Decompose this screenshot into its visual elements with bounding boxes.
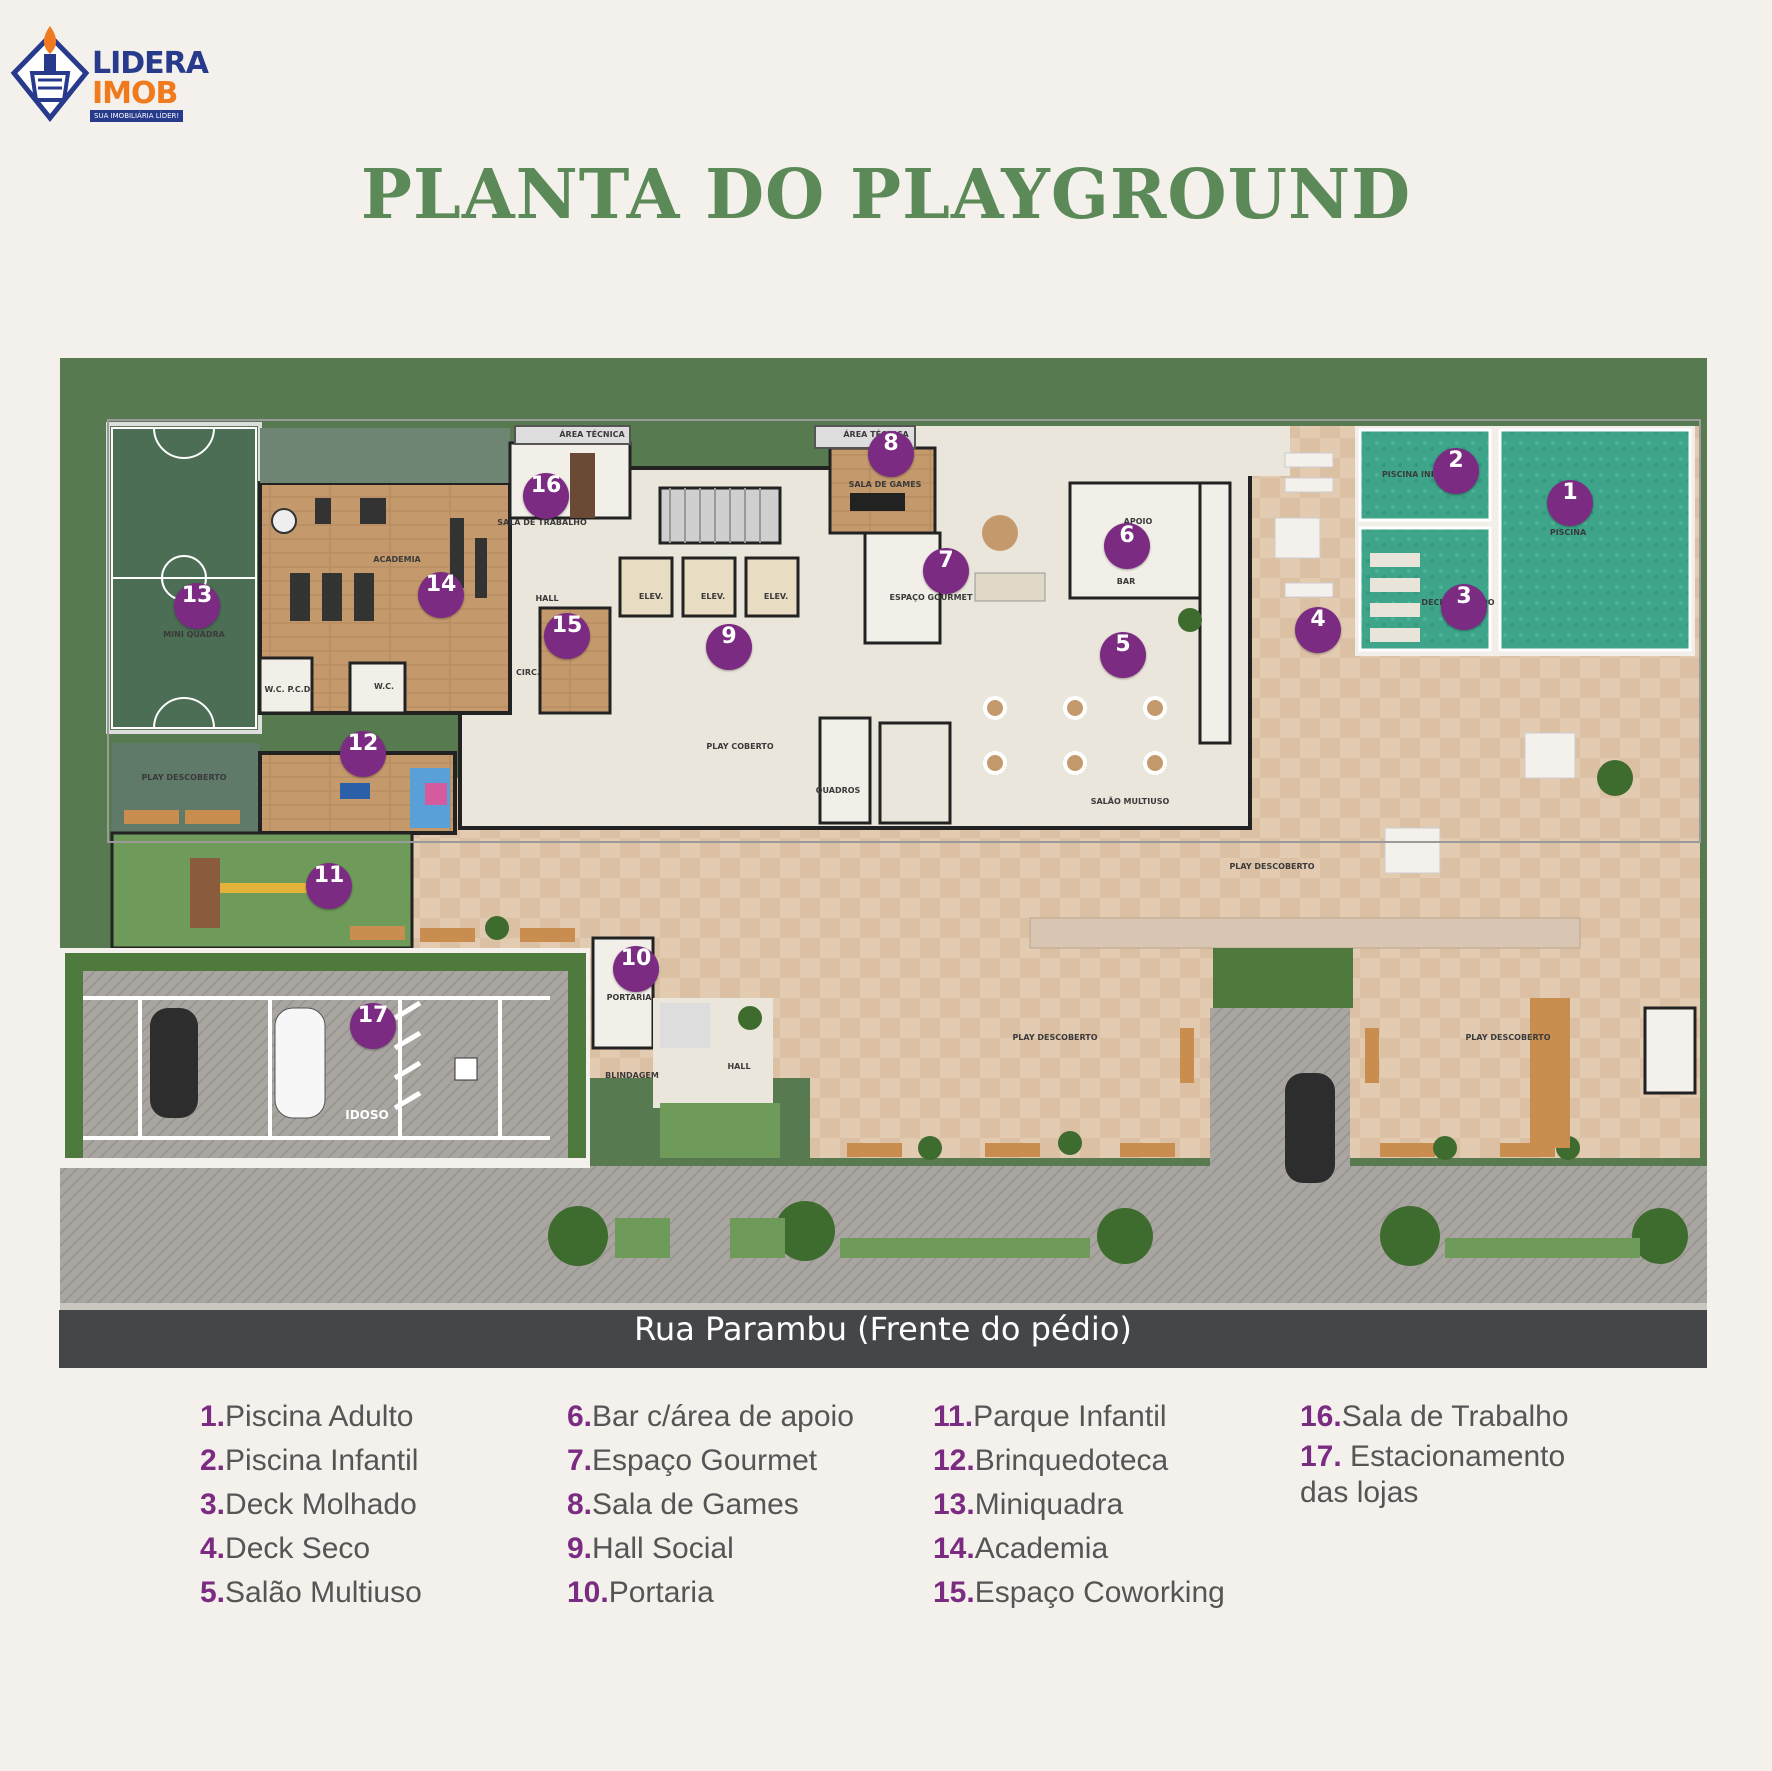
label-mini-quadra: MINI QUADRA [163,630,225,639]
torch-hand-icon [10,26,90,123]
legend-column-1: 1.Piscina Adulto 2.Piscina Infantil 3.De… [200,1395,422,1615]
pin-11[interactable]: 11 [306,863,352,909]
label-play-coberto: PLAY COBERTO [706,742,774,751]
label-wc-pcd: W.C. P.C.D. [264,685,314,694]
page-title: PLANTA DO PLAYGROUND [360,155,1412,235]
legend-column-2: 6.Bar c/área de apoio 7.Espaço Gourmet 8… [567,1395,854,1615]
label-play-descoberto-bottom1: PLAY DESCOBERTO [1012,1033,1098,1042]
label-piscina: PISCINA [1549,528,1587,537]
label-elev-2: ELEV. [700,592,726,601]
pin-7[interactable]: 7 [923,548,969,594]
label-sala-trabalho: SALA DE TRABALHO [497,518,587,527]
legend-item: 9.Hall Social [567,1532,734,1565]
pin-17[interactable]: 17 [350,1003,396,1049]
label-bar: BAR [1116,577,1136,586]
legend-item: 15.Espaço Coworking [933,1576,1225,1609]
legend-item: das lojas [1300,1476,1419,1509]
legend-item: 4.Deck Seco [200,1532,371,1565]
pin-1[interactable]: 1 [1547,480,1593,526]
legend-item: 6.Bar c/área de apoio [567,1400,854,1433]
pin-10[interactable]: 10 [613,946,659,992]
legend-item: 3.Deck Molhado [200,1488,417,1521]
legend-column-4: 16.Sala de Trabalho 17. Estacionamento d… [1300,1395,1569,1511]
label-area-tecnica-1: ÁREA TÉCNICA [559,430,625,439]
label-academia: ACADEMIA [373,555,421,564]
pin-8[interactable]: 8 [868,431,914,477]
legend-item: 17. Estacionamento [1300,1440,1566,1473]
floor-plan [60,358,1707,1313]
legend-item: 14.Academia [933,1532,1109,1565]
brand-logo: LIDERA IMOB SUA IMOBILIÁRIA LÍDER! [10,18,220,128]
label-elev-1: ELEV. [638,592,664,601]
label-area-tecnica-2: ÁREA TÉCNICA [843,430,909,439]
legend-item: 11.Parque Infantil [933,1400,1167,1433]
legend-item: 5.Salão Multiuso [200,1576,422,1609]
legend-item: 12.Brinquedoteca [933,1444,1169,1477]
legend-item: 7.Espaço Gourmet [567,1444,818,1477]
pin-3[interactable]: 3 [1441,584,1487,630]
legend-item: 2.Piscina Infantil [200,1444,419,1477]
legend-item: 10.Portaria [567,1576,714,1609]
label-espaco-gourmet: ESPAÇO GOURMET [889,593,973,602]
label-play-descoberto-left: PLAY DESCOBERTO [141,773,227,782]
legend-item: 8.Sala de Games [567,1488,799,1521]
pin-4[interactable]: 4 [1295,607,1341,653]
label-piscina-inf: PISCINA INF. [1381,470,1439,479]
label-salao-multiuso: SALÃO MULTIUSO [1090,797,1170,806]
street-name-bar: Rua Parambu (Frente do pédio) [59,1310,1707,1368]
label-circ: CIRC. [516,668,540,677]
label-hall: HALL [535,594,559,603]
label-play-descoberto-bottom2: PLAY DESCOBERTO [1465,1033,1551,1042]
legend-column-3: 11.Parque Infantil 12.Brinquedoteca 13.M… [933,1395,1225,1615]
legend-item: 13.Miniquadra [933,1488,1124,1521]
pin-14[interactable]: 14 [418,572,464,618]
pin-6[interactable]: 6 [1104,523,1150,569]
label-play-descoberto-right: PLAY DESCOBERTO [1229,862,1315,871]
label-hall-entrada: HALL [727,1062,751,1071]
label-idoso: IDOSO [345,1108,389,1122]
pin-12[interactable]: 12 [340,731,386,777]
pin-16[interactable]: 16 [523,473,569,519]
label-quadros: QUADROS [815,786,861,795]
pin-9[interactable]: 9 [706,624,752,670]
pin-5[interactable]: 5 [1100,632,1146,678]
brand-name-line1: LIDERA [92,46,209,81]
label-wc: W.C. [373,682,395,691]
label-blindagem: BLINDAGEM [605,1071,659,1080]
legend-item: 16.Sala de Trabalho [1300,1400,1569,1433]
label-sala-games: SALA DE GAMES [848,480,922,489]
label-elev-3: ELEV. [763,592,789,601]
pin-13[interactable]: 13 [174,583,220,629]
label-portaria: PORTARIA [606,993,652,1002]
brand-tagline: SUA IMOBILIÁRIA LÍDER! [90,110,184,122]
pin-15[interactable]: 15 [544,613,590,659]
brand-name-line2: IMOB [92,76,178,111]
legend-item: 1.Piscina Adulto [200,1400,414,1433]
label-apoio: APOIO [1123,517,1153,526]
pin-2[interactable]: 2 [1433,448,1479,494]
